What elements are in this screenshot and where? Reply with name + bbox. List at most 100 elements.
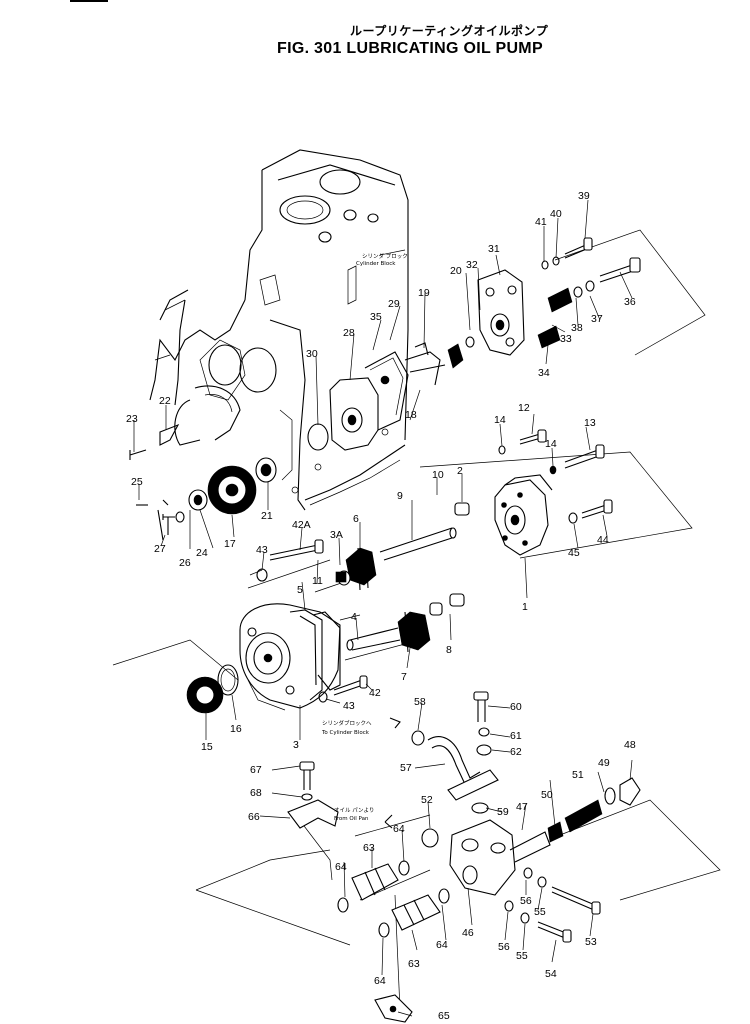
part-number-7: 7 bbox=[401, 671, 407, 683]
part-number-64-d: 64 bbox=[374, 975, 386, 987]
part-number-64-b: 64 bbox=[335, 861, 347, 873]
part-number-63-upper: 63 bbox=[363, 842, 375, 854]
pump-drive-gear bbox=[186, 664, 239, 714]
part-number-labels: 39 40 41 31 32 20 19 36 37 38 33 34 29 3… bbox=[126, 190, 636, 1022]
part-number-58: 58 bbox=[414, 696, 426, 708]
part-number-21: 21 bbox=[261, 510, 273, 522]
part-number-11: 11 bbox=[312, 575, 323, 587]
part-number-49: 49 bbox=[598, 757, 610, 769]
part-number-57: 57 bbox=[400, 762, 412, 774]
part-number-43-upper: 43 bbox=[256, 544, 268, 556]
title-english: FIG. 301 LUBRICATING OIL PUMP bbox=[277, 40, 543, 57]
part-number-48: 48 bbox=[624, 739, 636, 751]
pump-cover bbox=[494, 474, 553, 556]
part-number-60: 60 bbox=[510, 701, 522, 713]
flow-arrow-from-pan bbox=[384, 814, 393, 829]
note-cylinder-block-en: Cylinder Block bbox=[356, 261, 396, 267]
part-number-55-lower: 55 bbox=[516, 950, 528, 962]
guide-lines bbox=[112, 229, 721, 1011]
leader-lines bbox=[133, 199, 633, 1017]
part-number-6: 6 bbox=[353, 513, 359, 525]
suction-pipe bbox=[411, 691, 499, 814]
drive-gear-upper bbox=[337, 527, 457, 591]
part-number-28: 28 bbox=[343, 327, 355, 339]
part-number-33: 33 bbox=[560, 333, 572, 345]
part-number-32: 32 bbox=[466, 259, 478, 271]
relief-springs-upper bbox=[537, 237, 641, 349]
driven-gear-lower bbox=[346, 611, 431, 653]
part-number-25: 25 bbox=[131, 476, 143, 488]
cylinder-block bbox=[149, 149, 409, 511]
part-number-54: 54 bbox=[545, 968, 557, 980]
part-number-26: 26 bbox=[179, 557, 191, 569]
part-number-24: 24 bbox=[196, 547, 208, 559]
part-number-56-lower: 56 bbox=[498, 941, 510, 953]
part-number-13: 13 bbox=[584, 417, 596, 429]
part-number-8: 8 bbox=[446, 644, 452, 656]
part-number-40: 40 bbox=[550, 208, 562, 220]
part-number-38: 38 bbox=[571, 322, 583, 334]
part-number-20: 20 bbox=[450, 265, 462, 277]
part-number-65: 65 bbox=[438, 1010, 450, 1022]
idler-gear bbox=[129, 423, 277, 535]
part-number-63-lower: 63 bbox=[408, 958, 420, 970]
part-number-19: 19 bbox=[418, 287, 430, 299]
part-number-12: 12 bbox=[518, 402, 530, 414]
part-number-29: 29 bbox=[388, 298, 400, 310]
part-number-56-upper: 56 bbox=[520, 895, 532, 907]
part-number-14-lower: 14 bbox=[545, 438, 557, 450]
upper-pump-cover bbox=[477, 269, 525, 356]
part-number-64-a: 64 bbox=[393, 823, 405, 835]
part-number-47: 47 bbox=[516, 801, 528, 813]
part-number-14-upper: 14 bbox=[494, 414, 506, 426]
part-number-23: 23 bbox=[126, 413, 138, 425]
part-number-35: 35 bbox=[370, 311, 382, 323]
cover-bolts bbox=[157, 429, 613, 703]
note-cylinder-block-jp: シリンダ ブロック bbox=[362, 252, 408, 260]
part-number-22: 22 bbox=[159, 395, 171, 407]
part-number-15: 15 bbox=[201, 741, 213, 753]
note-to-cylinder-block-en: To Cylinder Block bbox=[321, 730, 370, 736]
part-number-52: 52 bbox=[421, 794, 433, 806]
part-number-46: 46 bbox=[462, 927, 474, 939]
part-number-62: 62 bbox=[510, 746, 522, 758]
part-number-4: 4 bbox=[351, 611, 357, 623]
upper-pump-body bbox=[307, 336, 475, 451]
part-number-5: 5 bbox=[297, 584, 303, 596]
bushings bbox=[335, 502, 470, 616]
part-number-36: 36 bbox=[624, 296, 636, 308]
part-number-50: 50 bbox=[541, 789, 553, 801]
part-number-3A: 3A bbox=[330, 529, 343, 541]
part-number-43-lower: 43 bbox=[343, 700, 355, 712]
part-number-34: 34 bbox=[538, 367, 550, 379]
title-japanese: ループリケーティングオイルポンプ bbox=[350, 24, 549, 38]
part-number-42: 42 bbox=[369, 687, 381, 699]
part-number-68: 68 bbox=[250, 787, 262, 799]
part-number-66: 66 bbox=[248, 811, 260, 823]
note-from-oil-pan-jp: オイル パンより bbox=[334, 807, 374, 814]
lower-bracket bbox=[374, 994, 413, 1023]
part-number-2: 2 bbox=[457, 465, 463, 477]
part-number-31: 31 bbox=[488, 243, 500, 255]
part-number-51: 51 bbox=[572, 769, 584, 781]
part-number-3: 3 bbox=[293, 739, 299, 751]
part-number-10: 10 bbox=[432, 469, 444, 481]
note-to-cylinder-block-jp: シリンダブロックへ bbox=[322, 719, 372, 727]
part-number-16: 16 bbox=[230, 723, 242, 735]
strainer-sleeves bbox=[337, 860, 450, 938]
note-from-oil-pan-en: From Oil Pan bbox=[334, 816, 369, 822]
flow-arrow-to-block bbox=[389, 717, 401, 729]
part-number-44: 44 bbox=[597, 534, 609, 546]
strainer-bracket bbox=[287, 761, 339, 829]
part-number-1: 1 bbox=[522, 601, 528, 613]
part-number-18: 18 bbox=[405, 409, 417, 421]
part-number-41: 41 bbox=[535, 216, 547, 228]
valve-bolts bbox=[504, 867, 601, 943]
corner-rule bbox=[70, 0, 108, 2]
part-number-30: 30 bbox=[306, 348, 318, 360]
part-number-37: 37 bbox=[591, 313, 603, 325]
part-number-67: 67 bbox=[250, 764, 262, 776]
part-number-45: 45 bbox=[568, 547, 580, 559]
